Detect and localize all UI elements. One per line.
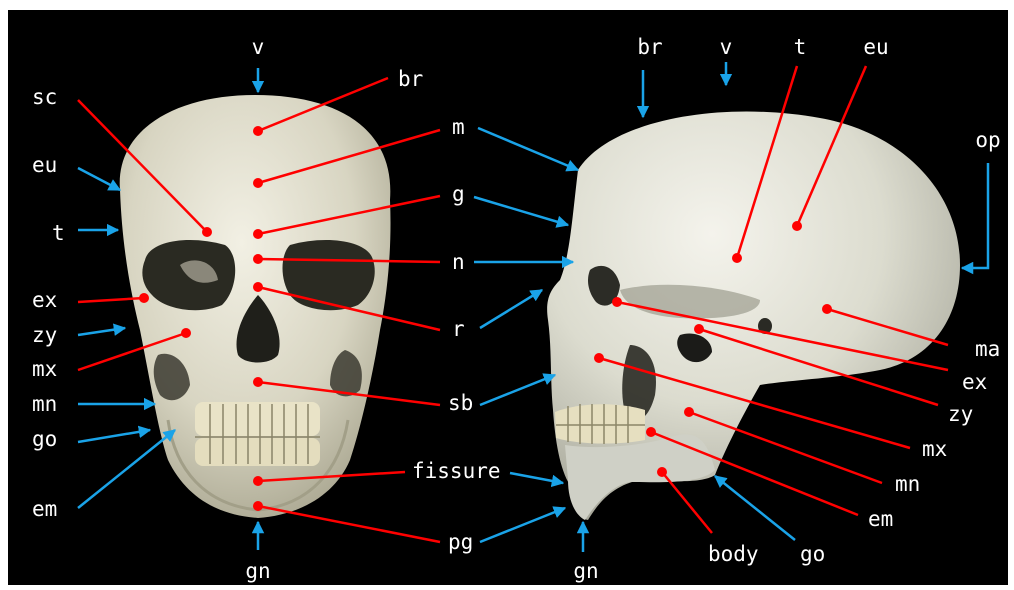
label-zy-front: zy: [32, 323, 57, 347]
label-v-front: v: [252, 35, 265, 59]
dot-ex-front: [139, 293, 149, 303]
label-body-lat: body: [708, 542, 759, 566]
arrow-m-to-lateral: [478, 128, 578, 170]
label-t-front: t: [52, 221, 65, 245]
label-go-lat: go: [800, 542, 825, 566]
dot-eu-lat: [792, 221, 802, 231]
label-em-lat: em: [868, 507, 893, 531]
label-eu-front: eu: [32, 153, 57, 177]
arrow-op-lat: [962, 163, 988, 268]
label-ex-front: ex: [32, 288, 57, 312]
line-body-lat: [662, 472, 712, 533]
label-r-front: r: [452, 317, 465, 341]
label-fissure-front: fissure: [412, 459, 501, 483]
dot-n-front: [253, 254, 263, 264]
label-gn-front: gn: [245, 559, 270, 583]
frontal-teeth: [195, 402, 320, 466]
frontal-skull: [120, 95, 391, 518]
arrow-zy-front: [78, 328, 125, 335]
label-mx-lat: mx: [922, 437, 947, 461]
label-ex-lat: ex: [962, 370, 987, 394]
label-sb-front: sb: [448, 391, 473, 415]
label-pg-front: pg: [448, 530, 473, 554]
label-ma-lat: ma: [975, 337, 1000, 361]
arrow-sb-to-lateral: [480, 375, 555, 405]
dot-em-lat: [646, 427, 656, 437]
label-zy-lat: zy: [948, 402, 973, 426]
label-go-front: go: [32, 427, 57, 451]
label-t-lat: t: [794, 35, 807, 59]
dot-br-front: [253, 126, 263, 136]
label-br-front: br: [398, 67, 423, 91]
dot-ma-lat: [822, 304, 832, 314]
dot-sc-front: [202, 227, 212, 237]
dot-r-front: [253, 282, 263, 292]
arrow-g-to-lateral: [474, 197, 568, 225]
label-g-front: g: [452, 182, 465, 206]
dot-ex-lat: [612, 297, 622, 307]
label-n-front: n: [452, 250, 465, 274]
dot-sb-front: [253, 377, 263, 387]
arrow-eu-front: [78, 168, 120, 190]
arrow-em-front: [78, 430, 175, 508]
label-m-front: m: [452, 115, 465, 139]
dot-zy-lat: [694, 324, 704, 334]
dot-m-front: [253, 178, 263, 188]
lateral-skull: [547, 111, 960, 520]
dot-g-front: [253, 229, 263, 239]
dot-mn-lat: [684, 407, 694, 417]
dot-t-lat: [732, 253, 742, 263]
dot-pg-front: [253, 501, 263, 511]
label-sc-front: sc: [32, 85, 57, 109]
arrow-pg-to-lateral: [480, 508, 565, 542]
label-mn-front: mn: [32, 392, 57, 416]
label-mn-lat: mn: [895, 472, 920, 496]
arrow-go-front: [78, 430, 150, 442]
label-mx-front: mx: [32, 357, 57, 381]
dot-mx-front: [181, 328, 191, 338]
lateral-teeth: [555, 404, 645, 444]
right-orbit: [283, 240, 375, 310]
label-br-lat: br: [637, 35, 662, 59]
label-eu-lat: eu: [863, 35, 888, 59]
label-v-lat: v: [720, 35, 733, 59]
dot-mx-lat: [594, 353, 604, 363]
dot-body-lat: [657, 467, 667, 477]
lateral-mandible: [565, 434, 715, 520]
line-pg-front: [258, 506, 440, 542]
arrow-fissure-to-lateral: [510, 473, 563, 483]
label-em-front: em: [32, 497, 57, 521]
dot-fissure-front: [253, 476, 263, 486]
label-gn-lat: gn: [573, 559, 598, 583]
arrow-r-to-lateral: [480, 290, 542, 328]
label-op-lat: op: [975, 128, 1000, 152]
